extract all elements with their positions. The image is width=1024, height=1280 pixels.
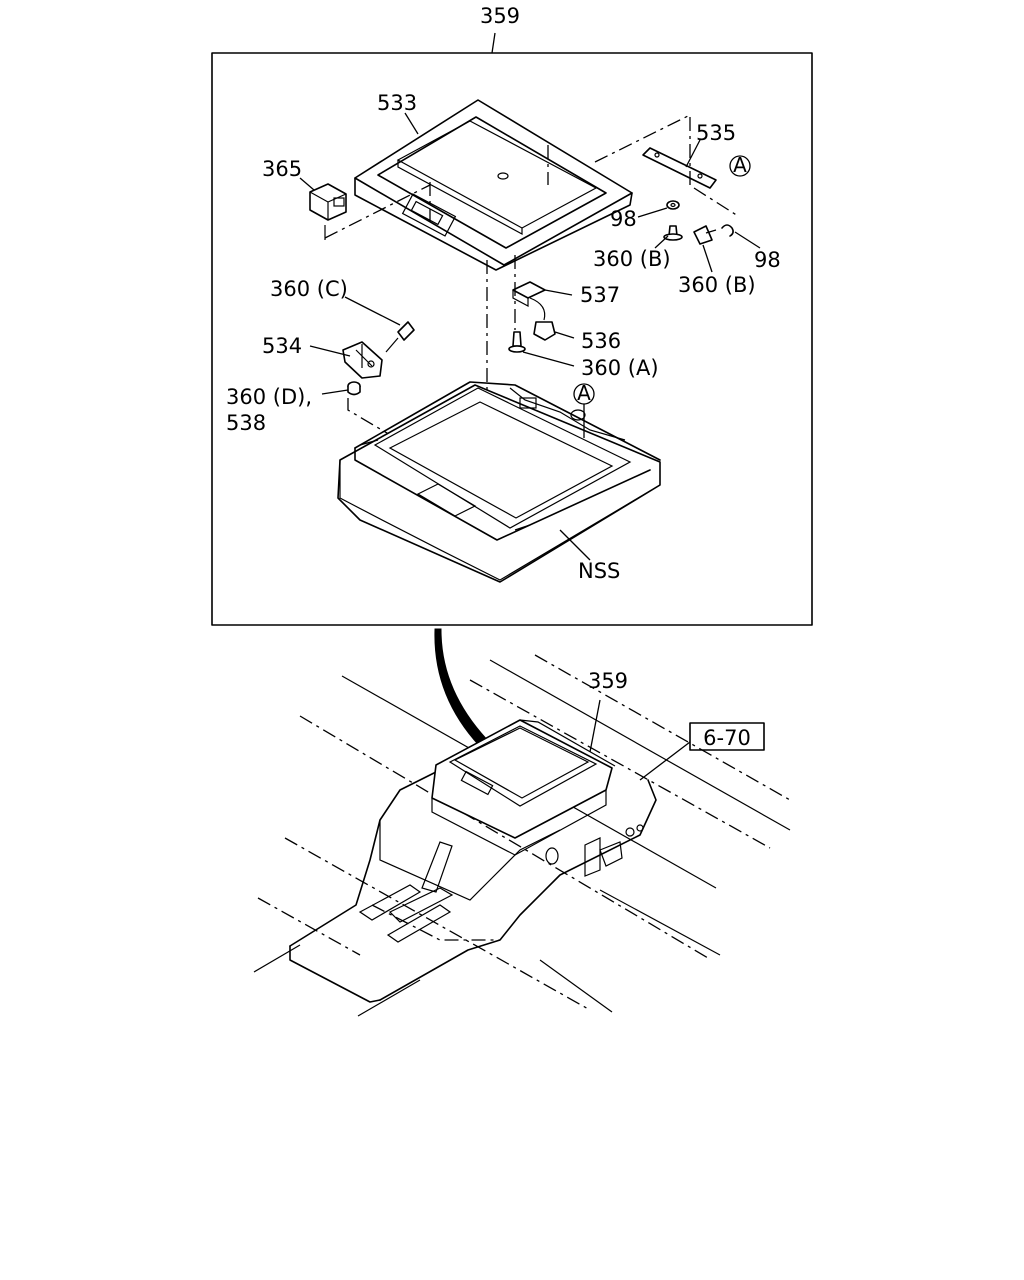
callout-screw-b-right: 360 (B) — [678, 273, 756, 297]
callout-circle-a-top: A — [733, 153, 747, 177]
callout-clip: 537 — [580, 283, 620, 307]
callout-screw-d-line2: 538 — [226, 411, 266, 435]
washer-right — [721, 224, 734, 237]
callout-lid: 533 — [377, 91, 417, 115]
locator-arrow — [434, 628, 489, 748]
screw-b-right — [693, 225, 717, 245]
washer-left — [666, 200, 680, 210]
switch-365 — [309, 183, 431, 240]
ref-page-box: 6-70 — [639, 722, 765, 781]
screw-a — [508, 331, 526, 353]
clip-537 — [512, 281, 546, 307]
callout-washer-left: 98 — [610, 207, 637, 231]
callout-bracket: 535 — [696, 121, 736, 145]
callout-lamp: 536 — [581, 329, 621, 353]
callout-circle-a-bottom: A — [577, 381, 591, 405]
callout-screw-d-line1: 360 (D), — [226, 385, 312, 409]
latch-534 — [342, 341, 383, 379]
callout-screw-b-left: 360 (B) — [593, 247, 671, 271]
callout-assembly-overview: 359 — [588, 669, 628, 693]
exploded-view-frame: 359 — [211, 4, 813, 626]
screw-d-538 — [347, 381, 361, 396]
callout-ref-page: 6-70 — [703, 726, 751, 750]
callout-switch: 365 — [262, 157, 302, 181]
lid-533 — [354, 99, 633, 271]
callout-box: NSS — [578, 559, 620, 583]
lamp-536 — [533, 321, 556, 341]
callout-assembly: 359 — [480, 4, 520, 28]
console-box-nss — [337, 381, 661, 583]
screw-b-left — [663, 225, 683, 241]
callout-screw-a: 360 (A) — [581, 356, 659, 380]
callout-latch: 534 — [262, 334, 302, 358]
callout-washer-right: 98 — [754, 248, 781, 272]
screw-c — [385, 321, 415, 353]
vehicle-overview — [253, 654, 791, 1017]
bracket-535 — [642, 147, 717, 189]
callout-screw-c: 360 (C) — [270, 277, 348, 301]
